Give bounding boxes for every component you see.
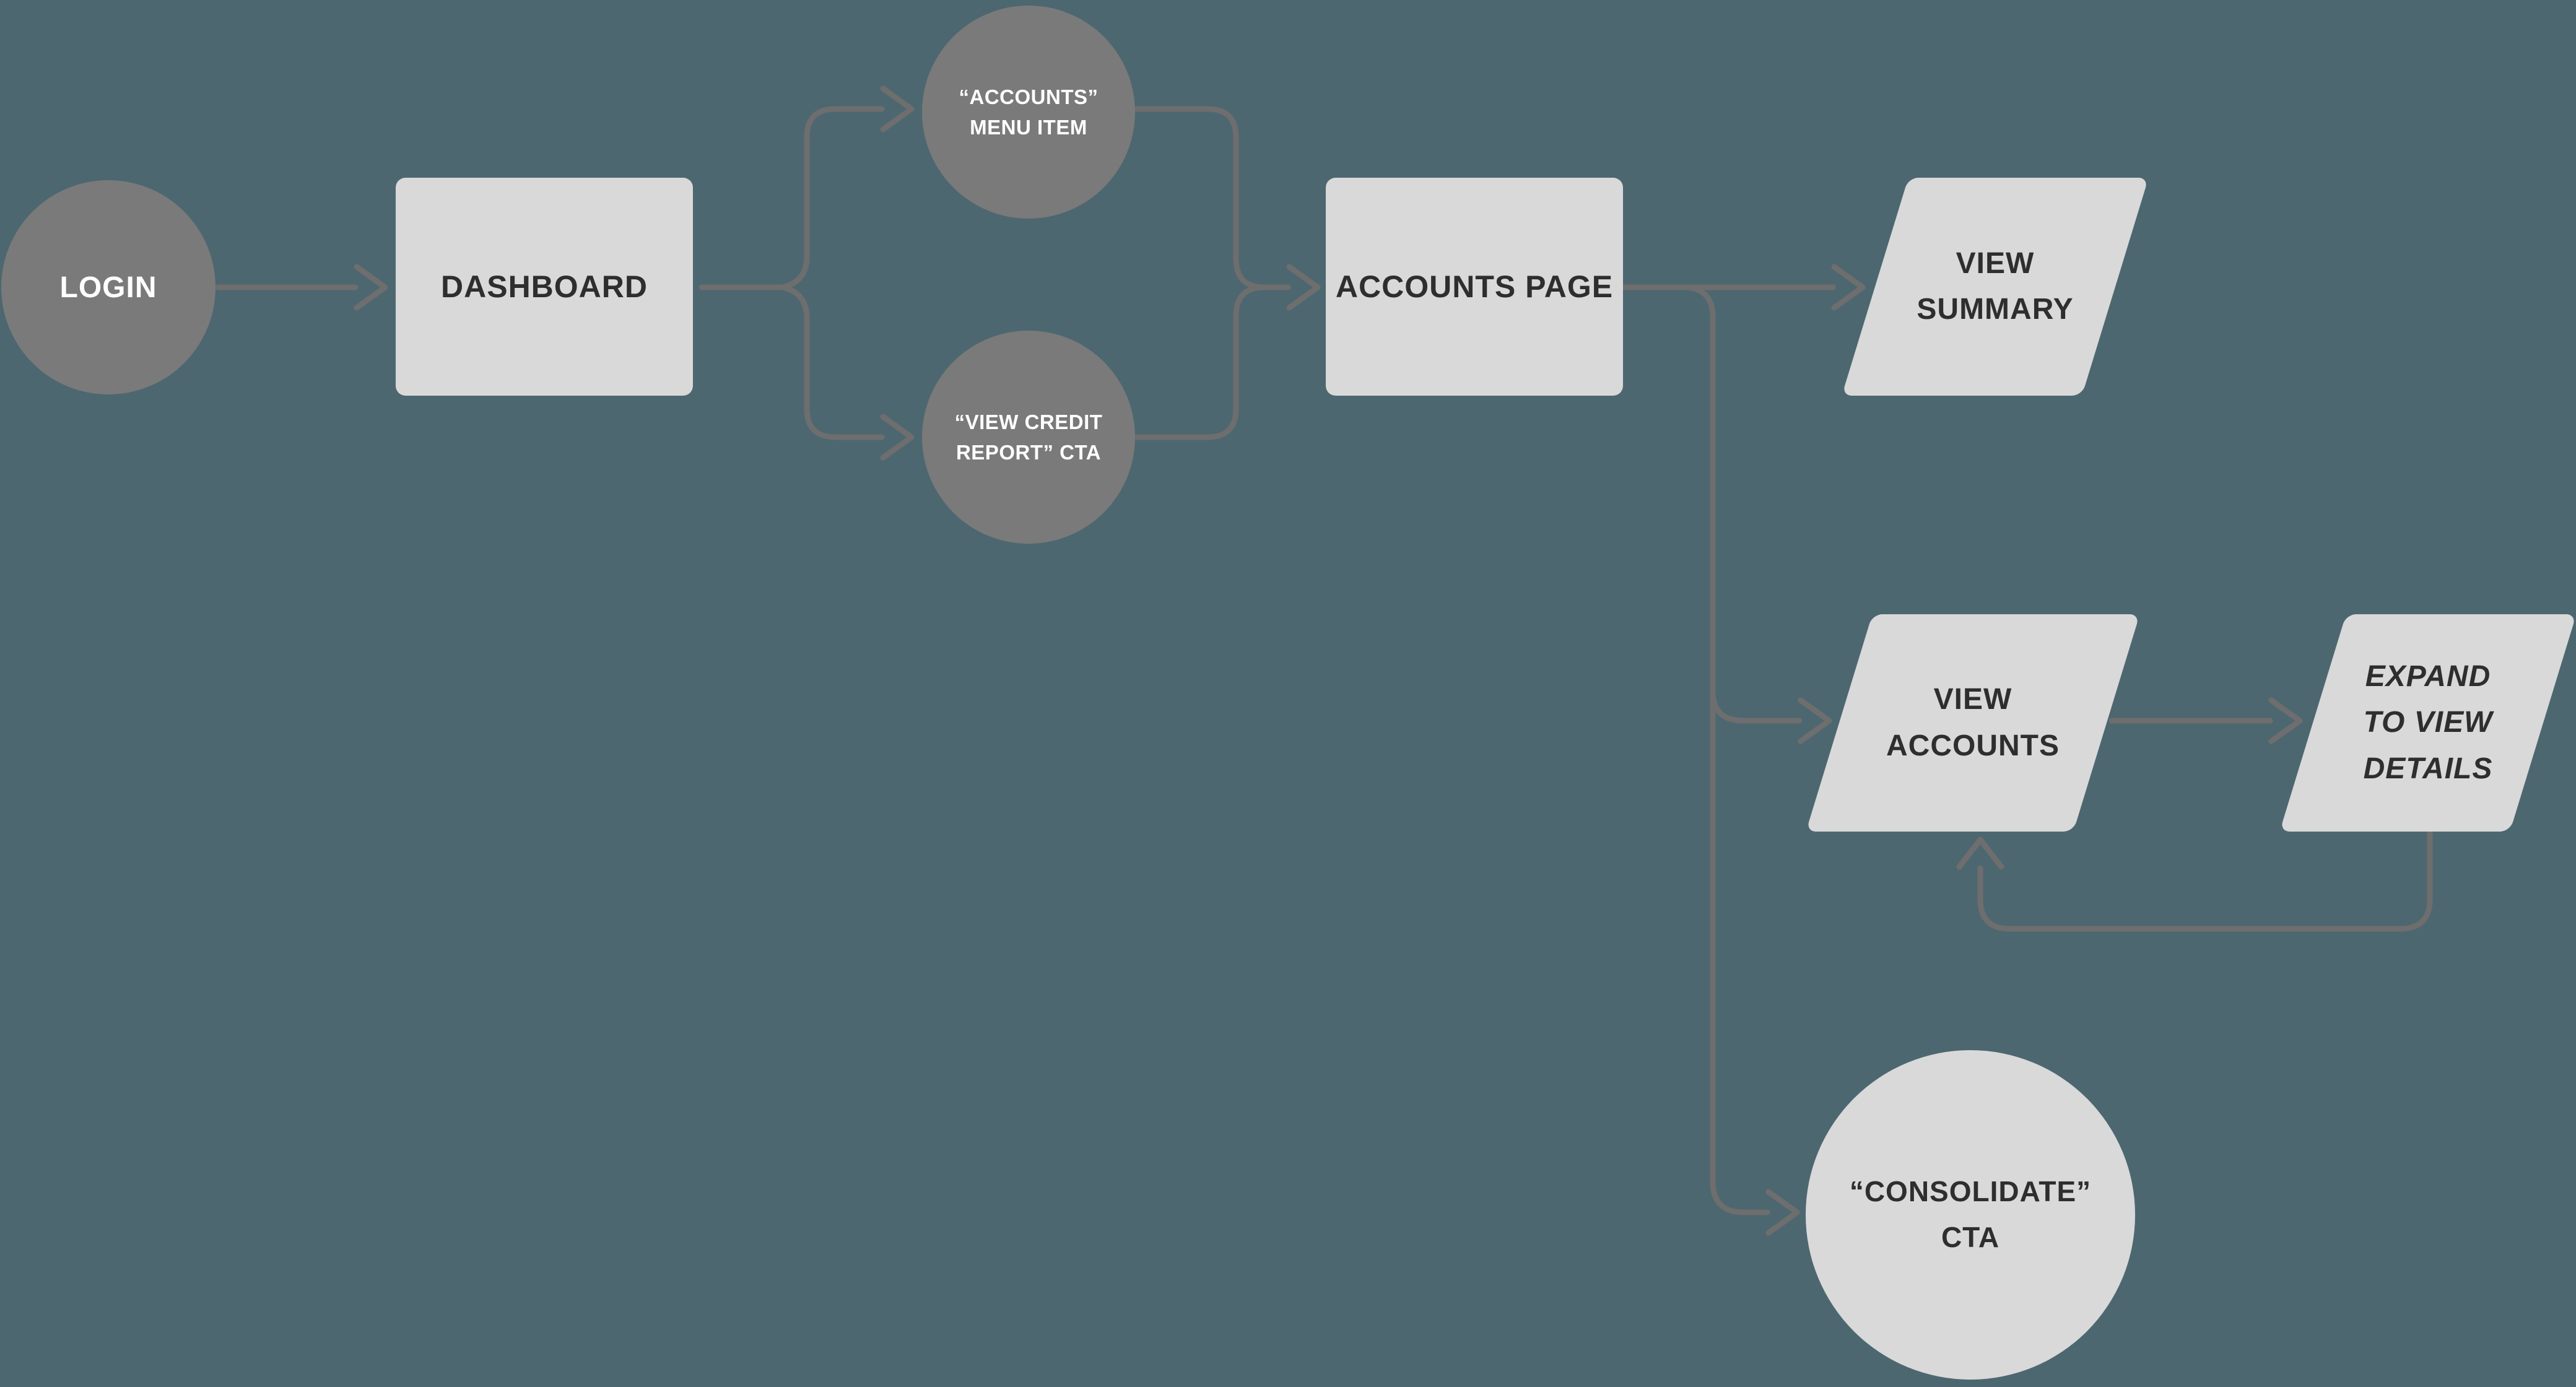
node-label-line: MENU ITEM [970,116,1087,139]
node-label-line: ACCOUNTS [1886,729,2060,762]
node-expand-to-view-details-label: EXPAND TO VIEW DETAILS [2313,614,2543,832]
arrowhead-merge-accounts-page [1286,264,1321,311]
node-label-line: CTA [1941,1221,2000,1253]
node-consolidate-cta-label: “CONSOLIDATE” CTA [1806,1050,2135,1380]
connector-fork-view-credit-report-cta [780,284,885,440]
connector-expand-loopback-view-accounts [1977,828,2433,932]
node-accounts-page-label: ACCOUNTS PAGE [1326,178,1623,396]
node-label-line: DASHBOARD [441,269,648,304]
arrowhead-login-dashboard [354,264,388,311]
node-accounts-menu-item-label: “ACCOUNTS” MENU ITEM [922,6,1135,219]
node-label-line: ACCOUNTS PAGE [1335,269,1614,304]
node-label-line: “VIEW CREDIT [954,410,1103,433]
node-view-credit-report-cta-label: “VIEW CREDIT REPORT” CTA [922,331,1135,544]
node-accounts-menu-item: “ACCOUNTS” MENU ITEM [922,6,1135,219]
node-dashboard-label: DASHBOARD [396,178,693,396]
node-label-line: “ACCOUNTS” [959,85,1099,108]
arrowhead-fork-view-credit-report-cta [880,414,915,461]
node-label-line: VIEW [1933,683,2012,716]
arrowhead-accounts-page-view-accounts [1798,697,1832,744]
arrowhead-fork-accounts-menu-item [880,85,915,133]
connector-accounts-menu-item-merge [1134,106,1268,290]
node-label-line: REPORT” CTA [955,441,1102,464]
node-label-line: TO VIEW [2363,706,2493,739]
node-dashboard: DASHBOARD [396,178,693,396]
node-accounts-page: ACCOUNTS PAGE [1326,178,1623,396]
connector-accounts-page-consolidate-cta [1680,284,1770,1215]
node-view-accounts-label: VIEW ACCOUNTS [1839,614,2107,832]
connector-view-credit-report-cta-merge [1134,284,1268,440]
node-login: LOGIN [1,180,215,394]
node-login-label: LOGIN [1,180,215,394]
node-label-line: “CONSOLIDATE” [1849,1175,2092,1208]
node-label-line: SUMMARY [1917,293,2074,326]
node-label-line: DETAILS [2363,752,2493,785]
connector-fork-accounts-menu-item [780,106,885,290]
node-label-line: LOGIN [59,271,157,304]
node-view-accounts: VIEW ACCOUNTS [1806,614,2140,832]
node-view-summary: VIEW SUMMARY [1842,178,2149,396]
arrowhead-view-accounts-expand [2268,697,2303,744]
node-view-summary-label: VIEW SUMMARY [1875,178,2115,396]
arrowhead-accounts-page-view-summary [1831,264,1866,311]
node-expand-to-view-details: EXPAND TO VIEW DETAILS [2279,614,2576,832]
arrowhead-expand-loopback-view-accounts [1956,837,2004,870]
node-label-line: VIEW [1956,246,2035,280]
connector-accounts-page-view-accounts [1710,688,1803,724]
node-consolidate-cta: “CONSOLIDATE” CTA [1806,1050,2135,1380]
arrowhead-accounts-page-consolidate-cta [1765,1189,1800,1236]
node-view-credit-report-cta: “VIEW CREDIT REPORT” CTA [922,331,1135,544]
node-label-line: EXPAND [2365,659,2491,693]
